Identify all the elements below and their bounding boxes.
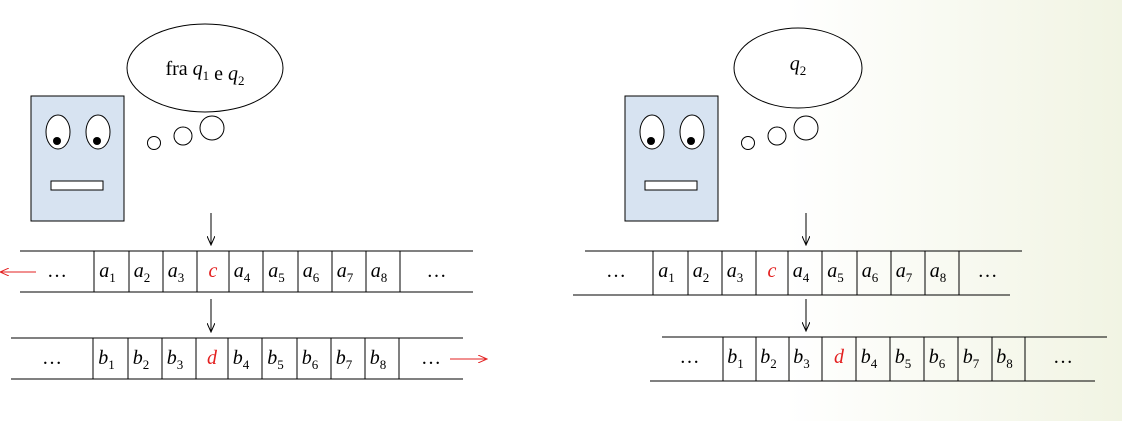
right-thought-text: q2 — [790, 53, 807, 78]
tape-cell-symbol: b6 — [302, 347, 319, 372]
left-thought-text: fra q1 e q2 — [165, 58, 244, 88]
tape-cell-symbol: a8 — [371, 260, 388, 285]
tape-cell-symbol: b5 — [895, 346, 912, 371]
left-tape-2: … b1 b2 b3 d b4 b5 b6 b7 b8 … — [11, 299, 487, 380]
tape-cell-symbol: a3 — [727, 260, 744, 285]
tape-cell-symbol: b1 — [727, 346, 744, 371]
tape-cell-symbol: a6 — [862, 260, 879, 285]
left-tape-1: … a1 a2 a3 c a4 a5 a6 a7 a8 … — [0, 213, 473, 293]
tape-cell-symbol: b4 — [233, 347, 250, 372]
tape-ellipsis: … — [42, 347, 62, 369]
tape-cell-symbol: a5 — [827, 260, 844, 285]
tape-cell-symbol: b2 — [760, 346, 777, 371]
tape-cell-symbol: a2 — [134, 260, 151, 285]
thought-subscript: 1 — [203, 68, 210, 83]
tape-cell-symbol: b1 — [98, 347, 115, 372]
thought-dot-small — [741, 136, 755, 150]
thought-text-part: q — [193, 58, 203, 80]
tape-cell-symbol: a6 — [303, 260, 320, 285]
right-thought-bubbles — [741, 115, 819, 150]
thought-dot-small — [147, 136, 161, 150]
tape-ellipsis: … — [606, 260, 626, 282]
robot-face — [30, 95, 125, 222]
thought-text-part: q — [790, 53, 800, 75]
left-thought-ellipse — [126, 23, 284, 113]
right-tape-1: … a1 a2 a3 c a4 a5 a6 a7 a8 … — [573, 213, 1022, 296]
left-eye — [45, 114, 71, 150]
tape-cell-symbol: a7 — [337, 260, 354, 285]
thought-dot-large — [199, 115, 225, 141]
thought-text-part: q — [228, 63, 238, 85]
tape-cell-symbol: c — [209, 260, 218, 282]
robot-face — [624, 95, 719, 222]
thought-text-part: e — [209, 63, 228, 85]
right-eye — [679, 114, 705, 150]
left-pupil — [53, 137, 61, 145]
tape-cell-symbol: b7 — [336, 347, 353, 372]
tape-cell-symbol: b5 — [267, 347, 284, 372]
tape-cell-symbol: b4 — [861, 346, 878, 371]
right-pupil — [93, 137, 101, 145]
tape-cell-symbol: a2 — [693, 260, 710, 285]
thought-dot-medium — [767, 126, 787, 146]
tape-cell-symbol: b7 — [963, 346, 980, 371]
tape-cell-symbol: b3 — [167, 347, 184, 372]
robot-mouth — [644, 180, 698, 191]
left-robot-head — [30, 95, 125, 222]
left-thought-bubbles — [147, 115, 225, 150]
tape-cell-symbol: b8 — [996, 346, 1013, 371]
tape-cell-symbol: a4 — [234, 260, 251, 285]
tape-ellipsis: … — [421, 347, 441, 369]
thought-dot-large — [793, 115, 819, 141]
thought-subscript: 2 — [800, 63, 807, 78]
right-tape-2: … b1 b2 b3 d b4 b5 b6 b7 b8 … — [650, 299, 1107, 382]
tape-cell-symbol: c — [768, 260, 777, 282]
right-thought-ellipse — [733, 27, 863, 109]
tape-cell-symbol: a1 — [658, 260, 675, 285]
tape-cell-symbol: b8 — [370, 347, 387, 372]
tape-cell-symbol: d — [207, 347, 218, 369]
right-panel: q2 … a1 a2 a3 c a4 a5 a6 a7 a8 … … b1 b2 b3 d b4 b5 b6 b7 b… — [573, 27, 1107, 382]
tape-ellipsis: … — [1053, 346, 1073, 368]
right-eye — [85, 114, 111, 150]
thought-subscript: 2 — [238, 73, 245, 88]
tape-cell-symbol: a5 — [268, 260, 285, 285]
tape-cell-symbol: a3 — [168, 260, 185, 285]
tape-ellipsis: … — [47, 260, 67, 282]
tape-cell-symbol: d — [834, 346, 845, 368]
tape-cell-symbol: a1 — [99, 260, 116, 285]
left-eye — [639, 114, 665, 150]
right-robot-head — [624, 95, 719, 222]
tape-cell-symbol: a8 — [930, 260, 947, 285]
tape-cell-symbol: b2 — [133, 347, 150, 372]
tape-cell-symbol: b3 — [793, 346, 810, 371]
tape-ellipsis: … — [427, 260, 447, 282]
robot-mouth — [50, 180, 104, 191]
left-pupil — [647, 137, 655, 145]
thought-dot-medium — [173, 126, 193, 146]
right-pupil — [687, 137, 695, 145]
tape-cell-symbol: a7 — [896, 260, 913, 285]
thought-text-part: fra — [165, 58, 192, 80]
tape-cell-symbol: a4 — [793, 260, 810, 285]
tape-ellipsis: … — [978, 260, 998, 282]
tape-ellipsis: … — [680, 346, 700, 368]
tape-cell-symbol: b6 — [929, 346, 946, 371]
